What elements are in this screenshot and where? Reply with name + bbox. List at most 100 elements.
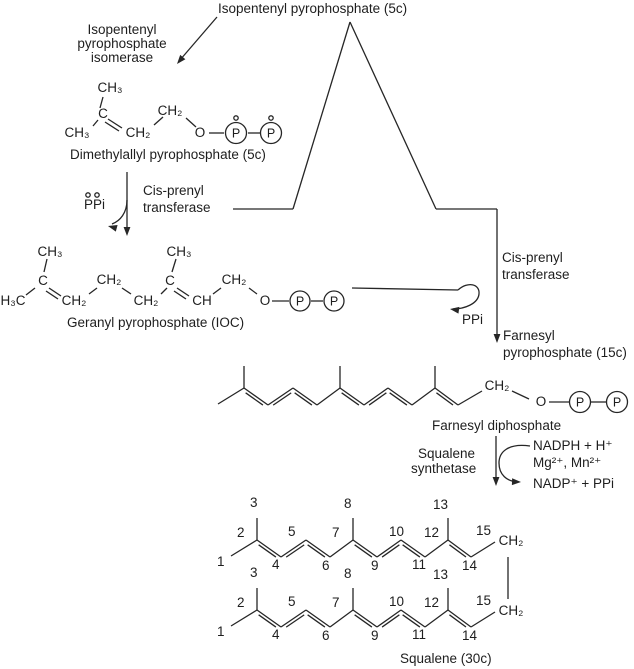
- double-bond: [107, 118, 123, 129]
- ppi-right-loop: [452, 284, 480, 310]
- bond: [363, 387, 389, 406]
- carbon-number: 12: [424, 525, 440, 540]
- atom-ch2: CH₂: [125, 125, 151, 140]
- carbon-number: 10: [389, 524, 405, 539]
- label-geranyl-pp: Geranyl pyrophosphate (IOC): [67, 315, 245, 330]
- phosphate-label: P: [613, 396, 621, 410]
- arrowhead-icon: [177, 54, 186, 64]
- phosphate-circle: [259, 121, 283, 145]
- bond: [292, 387, 318, 406]
- skeletal-chains: [217, 366, 496, 628]
- bond: [153, 116, 164, 126]
- double-bond: [48, 287, 62, 297]
- double-bond: [45, 290, 59, 300]
- arrowhead-icon: [123, 227, 131, 236]
- carbon-number: 11: [412, 557, 427, 572]
- bond: [470, 611, 496, 628]
- bond: [92, 119, 99, 127]
- bond: [352, 539, 378, 558]
- carbon-number: 14: [462, 558, 478, 573]
- bond: [402, 614, 421, 628]
- atom-c: C: [98, 106, 108, 121]
- bond: [88, 287, 98, 295]
- bond: [256, 539, 282, 558]
- bond: [470, 541, 496, 558]
- bond: [217, 387, 245, 405]
- bond: [121, 287, 132, 295]
- label-ppi-left: PPi: [84, 197, 106, 212]
- bond: [285, 544, 305, 558]
- phosphate-circle: [605, 390, 629, 414]
- bond: [272, 392, 292, 406]
- atom-ch: CH: [192, 293, 212, 308]
- carbon-number: 8: [344, 566, 352, 581]
- bond: [307, 544, 326, 558]
- carbon-number: 12: [424, 595, 440, 610]
- bond: [230, 539, 258, 557]
- bond: [230, 609, 258, 627]
- bond: [368, 392, 387, 406]
- title-isopentenyl-pp: Isopentenyl pyrophosphate (5c): [218, 1, 408, 16]
- atom-ch3: CH₃: [64, 125, 90, 140]
- bond: [434, 387, 459, 406]
- label-ppi-right: PPi: [462, 312, 484, 327]
- bond: [305, 539, 331, 558]
- carbon-number: 10: [389, 594, 405, 609]
- ppi-left-curve: [111, 199, 128, 225]
- bond: [424, 539, 449, 558]
- atom-ch2: CH₂: [96, 272, 122, 287]
- bond: [376, 539, 402, 558]
- charge-ring-icon: [268, 115, 274, 121]
- carbon-number: 7: [332, 525, 340, 540]
- bond: [307, 614, 326, 628]
- label-metals: Mg²⁺, Mn²⁺: [533, 455, 602, 470]
- bond: [449, 614, 467, 628]
- phosphate-label: P: [296, 295, 304, 309]
- arrowhead-icon: [511, 478, 521, 486]
- bond: [256, 609, 282, 628]
- atom-ch2: CH₂: [221, 272, 247, 287]
- bond: [400, 539, 426, 558]
- bond: [171, 258, 177, 273]
- bond: [280, 539, 307, 558]
- carbon-number: 5: [288, 524, 296, 539]
- label-cis-prenyl-2-line2: transferase: [502, 267, 570, 282]
- label-farnesyl-pp-line1: Farnesyl: [503, 328, 555, 343]
- atom-o: O: [194, 125, 206, 140]
- carbon-number: 1: [217, 554, 225, 569]
- label-isomerase: Isopentenyl pyrophosphate isomerase: [66, 23, 178, 65]
- bond: [381, 544, 400, 558]
- bond: [248, 287, 258, 295]
- atom-ch3: CH₃: [166, 244, 192, 259]
- label-farnesyl-dp: Farnesyl diphosphate: [432, 418, 562, 433]
- carbon-number: 3: [250, 495, 258, 510]
- carbon-number: 14: [462, 628, 478, 643]
- bond: [212, 287, 222, 295]
- carbon-number: 1: [217, 624, 225, 639]
- double-bond: [104, 121, 120, 132]
- label-cis-prenyl-1-line2: transferase: [143, 200, 211, 215]
- arrowhead-icon: [108, 225, 118, 232]
- bond: [258, 544, 277, 558]
- phosphate-label: P: [232, 127, 240, 141]
- atom-o: O: [535, 394, 547, 409]
- bond: [245, 392, 264, 406]
- double-bond: [173, 290, 187, 300]
- bond: [160, 287, 168, 295]
- bond: [400, 609, 426, 628]
- atom-c: C: [165, 273, 175, 288]
- atom-h3c: H₃C: [0, 293, 26, 308]
- bond: [354, 614, 373, 628]
- phosphate-label: P: [330, 295, 338, 309]
- double-bond: [176, 287, 190, 297]
- phosphate-circle: [289, 290, 311, 312]
- isomerase-arrow-line: [179, 16, 218, 61]
- bond: [447, 539, 472, 558]
- bond: [285, 614, 305, 628]
- phosphate-label: P: [576, 396, 584, 410]
- arrowhead-icon: [492, 477, 500, 486]
- bond: [316, 387, 341, 406]
- label-cis-prenyl-2: Cis-prenyl transferase: [502, 249, 570, 283]
